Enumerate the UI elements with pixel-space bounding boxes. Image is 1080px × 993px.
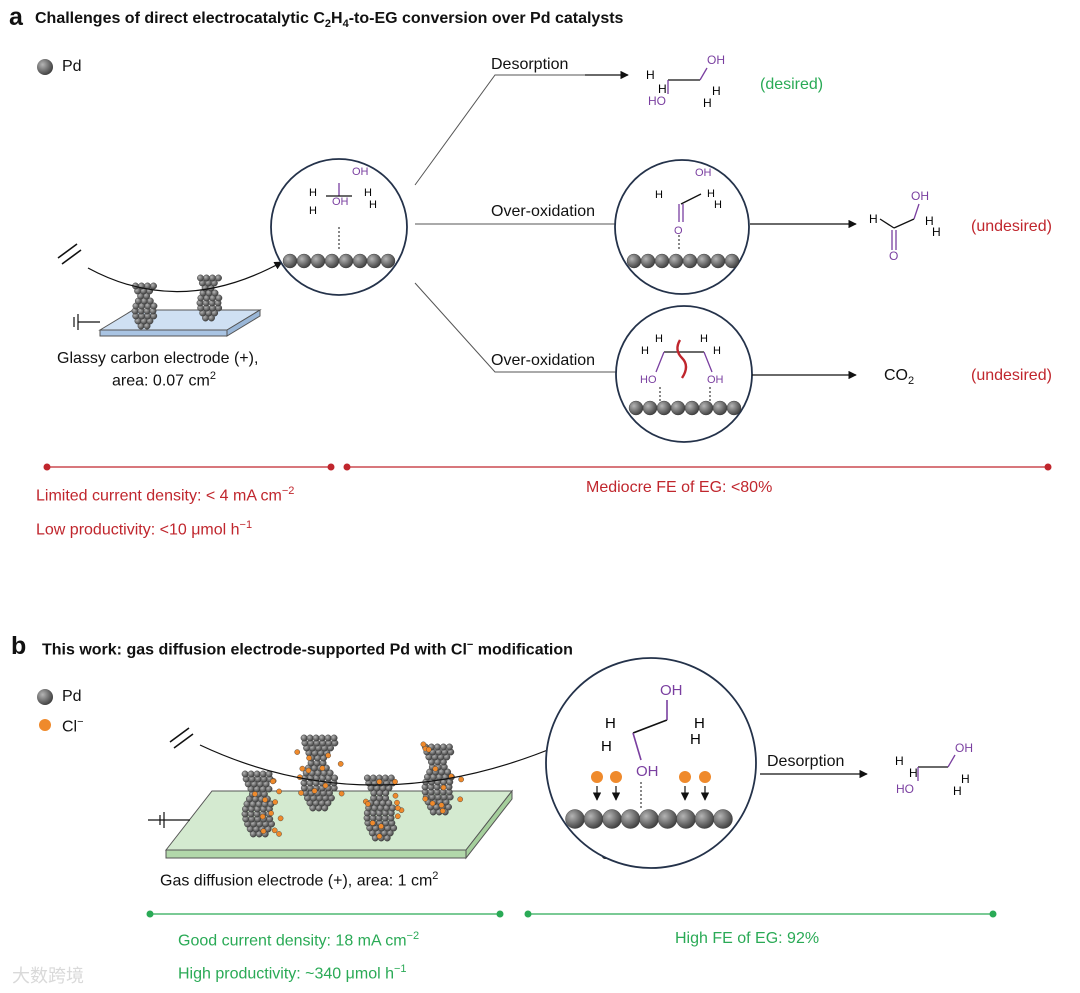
svg-text:H: H <box>309 205 317 217</box>
svg-text:OH: OH <box>695 167 712 179</box>
svg-text:O: O <box>889 249 898 263</box>
svg-text:H: H <box>690 731 701 748</box>
svg-text:OH: OH <box>911 189 929 203</box>
panel-a-left-range-line2: Low productivity: <10 μmol h−1 <box>36 519 253 539</box>
adsorbed-eg-circle: OH OH H H H H <box>270 158 408 296</box>
legend-pd-sphere-b <box>37 689 53 705</box>
panel-a-left-range-line1: Limited current density: < 4 mA cm−2 <box>36 485 295 505</box>
svg-text:H: H <box>961 772 970 786</box>
gce-label-line1: Glassy carbon electrode (+), <box>57 350 259 367</box>
route-overoxidation-1-label: Over-oxidation <box>491 203 596 220</box>
svg-text:H: H <box>605 715 616 732</box>
svg-text:H: H <box>707 188 715 200</box>
svg-text:H: H <box>925 214 934 228</box>
svg-text:H: H <box>714 199 722 211</box>
aldehyde-adsorbed-circle: O OH H H H <box>614 159 750 295</box>
legend-pd-sphere <box>37 59 53 75</box>
route-lines <box>414 74 618 373</box>
route-overoxidation-2-label: Over-oxidation <box>491 352 596 369</box>
legend-pd-label-b: Pd <box>62 688 82 705</box>
svg-text:OH: OH <box>352 166 369 178</box>
gas-diffusion-electrode <box>148 789 514 860</box>
svg-text:H: H <box>953 784 962 798</box>
svg-text:OH: OH <box>332 196 349 208</box>
svg-text:H: H <box>869 212 878 226</box>
svg-text:O: O <box>674 225 683 237</box>
undesired-label-1: (undesired) <box>971 218 1052 235</box>
legend-pd-label: Pd <box>62 58 82 75</box>
svg-text:OH: OH <box>660 682 683 699</box>
svg-text:OH: OH <box>707 374 724 386</box>
svg-text:HO: HO <box>896 782 914 796</box>
panel-b-letter: b <box>11 632 27 660</box>
panel-a-title: Challenges of direct electrocatalytic C2… <box>35 10 624 31</box>
aldehyde-product: H OH H H O <box>869 189 941 263</box>
legend-cl-dot <box>39 719 51 731</box>
svg-text:OH: OH <box>955 741 973 755</box>
svg-text:H: H <box>364 187 372 199</box>
curve-arrow-a <box>87 261 283 293</box>
svg-text:H: H <box>895 754 904 768</box>
svg-text:HO: HO <box>640 374 657 386</box>
svg-text:H: H <box>369 199 377 211</box>
svg-text:H: H <box>694 715 705 732</box>
eg-product-b: H H HO OH H H <box>895 741 973 798</box>
svg-text:H: H <box>658 82 667 96</box>
co2-label: CO2 <box>884 367 915 388</box>
range-bar-b-left <box>146 910 504 918</box>
ethylene-symbol-a <box>57 243 82 265</box>
svg-text:H: H <box>641 345 649 357</box>
watermark: 大数跨境 <box>12 966 84 986</box>
svg-text:H: H <box>703 96 712 110</box>
gde-label: Gas diffusion electrode (+), area: 1 cm2 <box>160 870 439 890</box>
svg-text:H: H <box>909 766 918 780</box>
pd-cl-clusters-gde <box>241 734 464 842</box>
legend-cl-label: Cl− <box>62 716 84 736</box>
cc-cleavage-circle: H H H H HO OH <box>615 305 753 443</box>
panel-b-title: This work: gas diffusion electrode-suppo… <box>42 639 573 659</box>
svg-text:H: H <box>700 333 708 345</box>
ethylene-symbol-b <box>169 727 194 749</box>
curve-arrow-b <box>199 744 561 786</box>
glassy-carbon-electrode <box>73 309 262 337</box>
route-desorption-label: Desorption <box>491 56 569 73</box>
range-bar-a-left <box>43 463 335 471</box>
undesired-label-2: (undesired) <box>971 367 1052 384</box>
panel-b-right-range: High FE of EG: 92% <box>675 930 820 947</box>
gce-label-line2: area: 0.07 cm2 <box>112 370 216 390</box>
svg-text:H: H <box>713 345 721 357</box>
desired-label: (desired) <box>760 76 824 93</box>
panel-b-left-range-line1: Good current density: 18 mA cm−2 <box>178 930 420 950</box>
route-desorption-b-label: Desorption <box>767 753 845 770</box>
svg-text:OH: OH <box>636 763 659 780</box>
pd-clusters-gce <box>131 274 223 330</box>
svg-text:H: H <box>646 68 655 82</box>
range-bar-b-right <box>524 910 997 918</box>
panel-b-left-range-line2: High productivity: ~340 μmol h−1 <box>178 963 407 983</box>
cl-modification-label: Cl⁻ modification <box>601 848 687 862</box>
svg-text:H: H <box>712 84 721 98</box>
svg-text:H: H <box>601 738 612 755</box>
svg-text:H: H <box>309 187 317 199</box>
svg-text:OH: OH <box>707 53 725 67</box>
range-bar-a-right <box>343 463 1052 471</box>
cl-modified-pd-circle: OH OH H H H H <box>545 657 757 869</box>
panel-a-letter: a <box>9 3 23 31</box>
svg-text:H: H <box>655 189 663 201</box>
svg-text:H: H <box>655 333 663 345</box>
panel-a-right-range: Mediocre FE of EG: <80% <box>586 479 773 496</box>
svg-text:HO: HO <box>648 94 666 108</box>
eg-product-a: H H HO OH H H <box>646 53 725 110</box>
svg-text:H: H <box>932 225 941 239</box>
